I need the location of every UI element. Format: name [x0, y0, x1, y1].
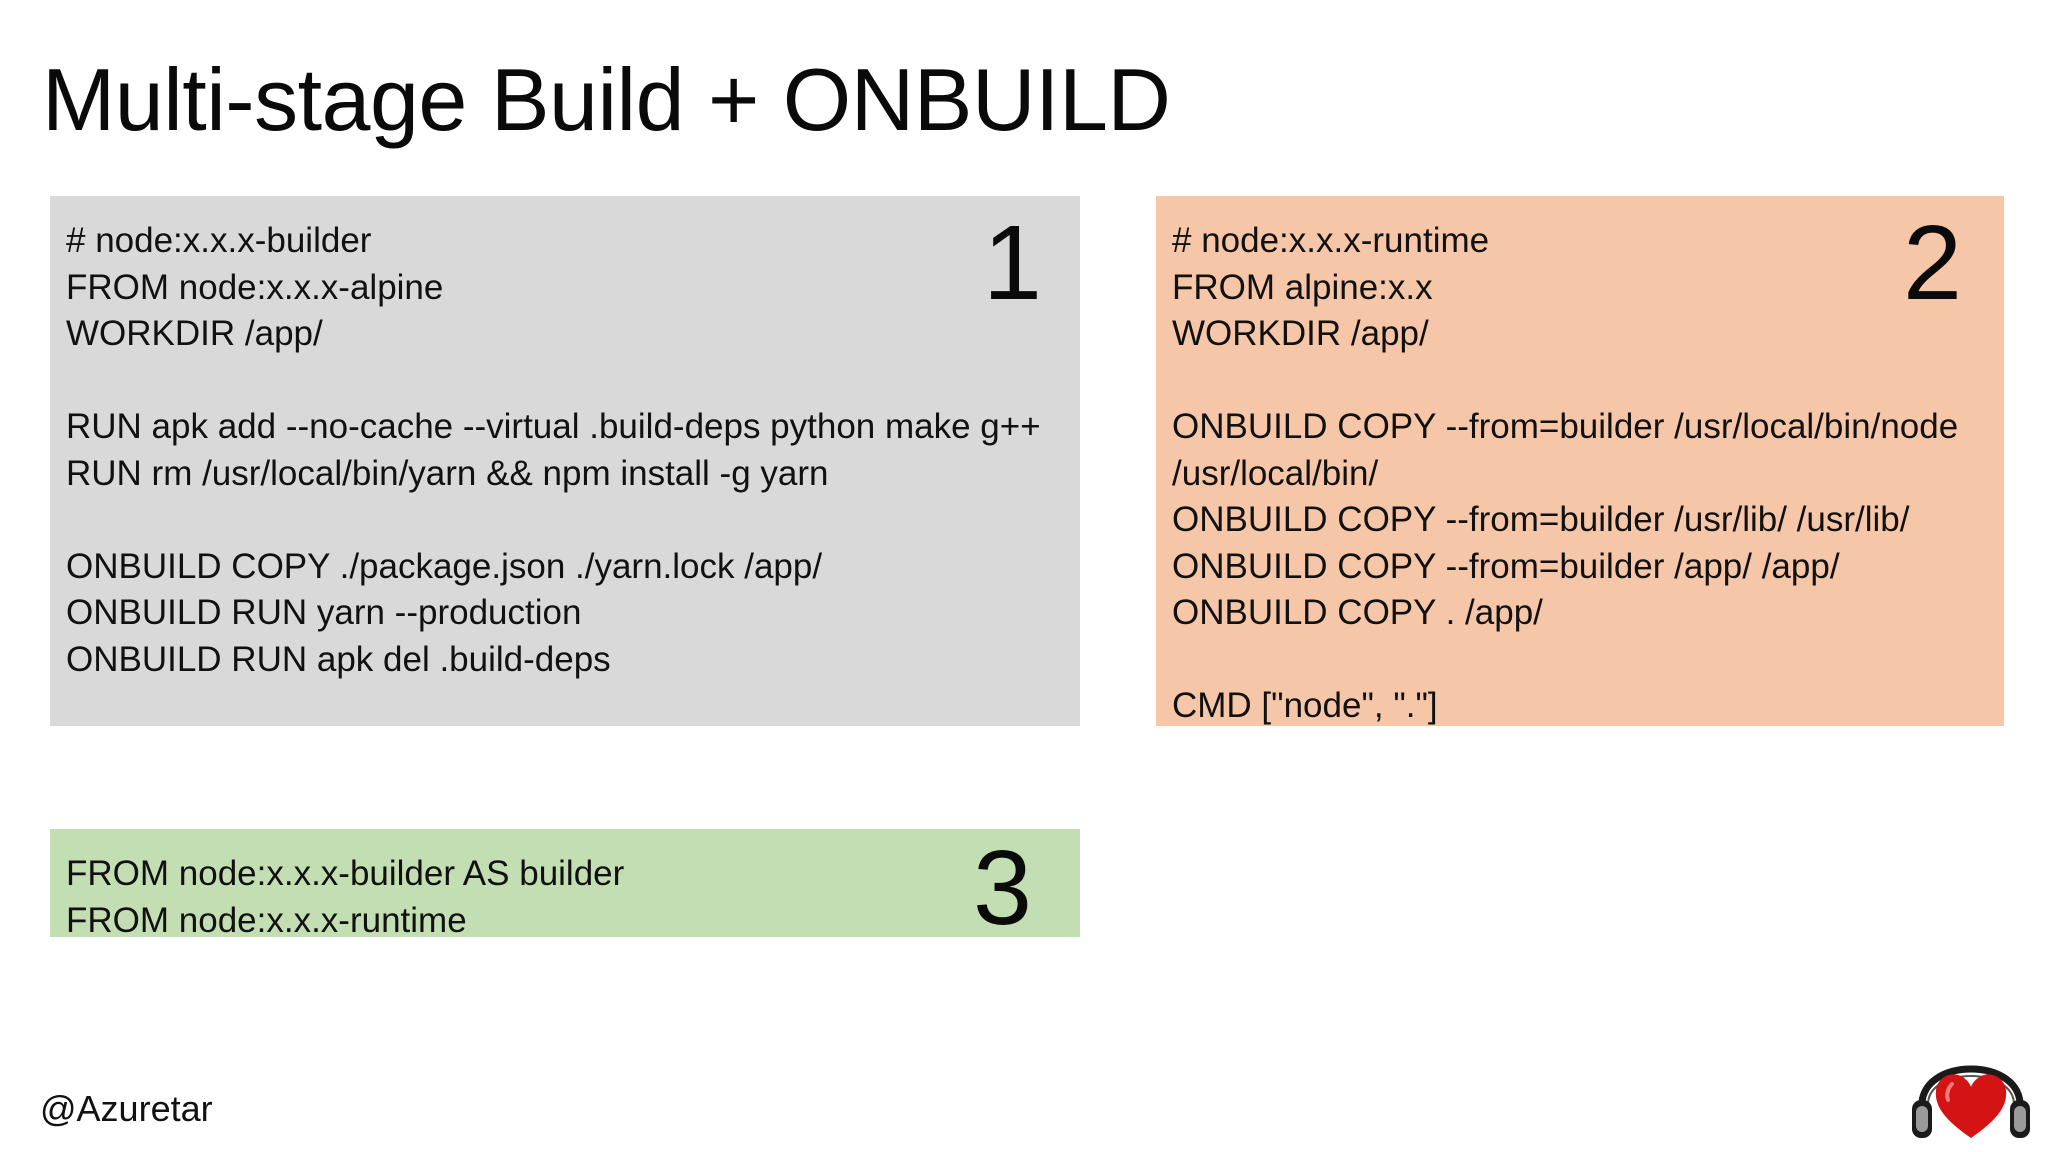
code-line: RUN rm /usr/local/bin/yarn && npm instal…: [66, 453, 829, 493]
code-line: ONBUILD COPY --from=builder /app/ /app/: [1172, 546, 1840, 586]
code-line: FROM alpine:x.x: [1172, 267, 1433, 307]
code-line: RUN apk add --no-cache --virtual .build-…: [66, 407, 1041, 446]
code-line: ONBUILD COPY --from=builder /usr/lib/ /u…: [1172, 500, 1910, 539]
code-line: WORKDIR /app/: [1172, 314, 1429, 353]
code-line: ONBUILD RUN apk del .build-deps: [66, 639, 611, 679]
box-number-1: 1: [983, 204, 1042, 322]
box-number-3: 3: [973, 829, 1032, 947]
builder-dockerfile-box: # node:x.x.x-builder FROM node:x.x.x-alp…: [50, 196, 1080, 726]
runtime-dockerfile-box: # node:x.x.x-runtime FROM alpine:x.x WOR…: [1156, 196, 2004, 726]
code-line: # node:x.x.x-runtime: [1172, 221, 1490, 260]
code-line: # node:x.x.x-builder: [66, 221, 372, 260]
code-line: [1172, 637, 1988, 684]
code-line: ONBUILD COPY --from=builder /usr/local/b…: [1172, 407, 1959, 446]
code-line: CMD ["node", "."]: [1172, 686, 1438, 725]
code-line: /usr/local/bin/: [1172, 453, 1379, 493]
code-line: ONBUILD COPY . /app/: [1172, 593, 1543, 632]
code-line: [66, 497, 1064, 544]
code-line: [66, 358, 1064, 405]
code-line: FROM node:x.x.x-alpine: [66, 267, 444, 307]
usage-dockerfile-box: FROM node:x.x.x-builder AS builder FROM …: [50, 829, 1080, 941]
headphones-heart-logo-icon: [1912, 1065, 2030, 1138]
code-line: FROM node:x.x.x-builder AS builder: [66, 854, 625, 893]
code-line: WORKDIR /app/: [66, 314, 323, 353]
slide-title: Multi-stage Build + ONBUILD: [42, 50, 1171, 149]
code-line: [1172, 358, 1988, 405]
code-line: FROM node:x.x.x-runtime: [66, 900, 467, 940]
box-number-2: 2: [1903, 204, 1962, 322]
code-line: ONBUILD RUN yarn --production: [66, 593, 582, 632]
author-handle: @Azuretar: [40, 1088, 213, 1129]
code-line: ONBUILD COPY ./package.json ./yarn.lock …: [66, 546, 823, 586]
